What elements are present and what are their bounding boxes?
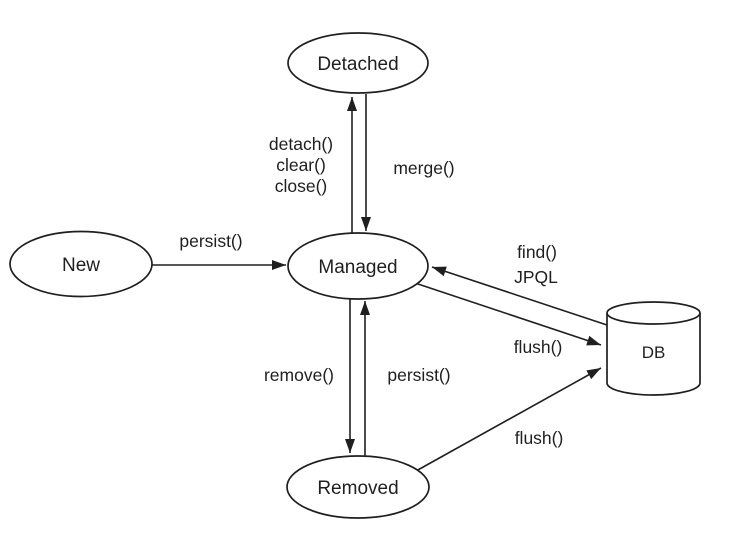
node-managed-label: Managed bbox=[318, 257, 397, 278]
node-db-label: DB bbox=[642, 343, 666, 362]
node-managed-shape bbox=[287, 232, 429, 300]
db-cylinder-top bbox=[606, 301, 701, 325]
node-managed: Managed bbox=[287, 232, 429, 300]
node-detached: Detached bbox=[287, 32, 429, 94]
edge-label-persist-removed: persist() bbox=[387, 365, 450, 385]
edge-find-db-to-managed: find() JPQL bbox=[431, 242, 611, 327]
edge-label-flush-managed: flush() bbox=[514, 337, 563, 357]
edge-flush-removed-to-db: flush() bbox=[415, 367, 602, 472]
edge-flush-managed-to-db: flush() bbox=[414, 282, 602, 357]
edge-remove-managed-to-removed: remove() bbox=[264, 299, 355, 453]
node-new: New bbox=[9, 230, 153, 298]
edge-label-persist-new: persist() bbox=[179, 231, 242, 251]
node-new-label: New bbox=[62, 255, 100, 276]
edge-persist-removed-to-managed: persist() bbox=[360, 301, 451, 456]
edge-label-remove: remove() bbox=[264, 365, 334, 385]
edge-line-find bbox=[431, 266, 611, 327]
edge-persist-new-to-managed: persist() bbox=[152, 231, 286, 270]
edge-label-detach-line3: close() bbox=[275, 176, 328, 196]
node-db: DB bbox=[606, 301, 701, 396]
edge-line-flush-removed bbox=[415, 367, 602, 472]
edge-label-detach-line1: detach() bbox=[269, 134, 333, 154]
edge-detach-managed-to-detached: detach() clear() close() bbox=[269, 97, 357, 233]
node-detached-label: Detached bbox=[317, 54, 398, 75]
edge-label-find-line2: JPQL bbox=[514, 267, 558, 287]
edge-label-detach-line2: clear() bbox=[276, 155, 326, 175]
node-removed-shape bbox=[286, 455, 430, 519]
node-new-shape bbox=[9, 230, 153, 298]
node-removed-label: Removed bbox=[317, 478, 398, 499]
node-removed: Removed bbox=[286, 455, 430, 519]
edge-label-flush-removed: flush() bbox=[515, 428, 564, 448]
edge-label-find-line1: find() bbox=[517, 242, 557, 262]
db-cylinder-body bbox=[606, 313, 701, 396]
edge-merge-detached-to-managed: merge() bbox=[361, 94, 455, 231]
edge-line-flush-managed bbox=[414, 282, 602, 346]
node-detached-shape bbox=[287, 32, 429, 94]
edge-label-merge: merge() bbox=[393, 158, 454, 178]
